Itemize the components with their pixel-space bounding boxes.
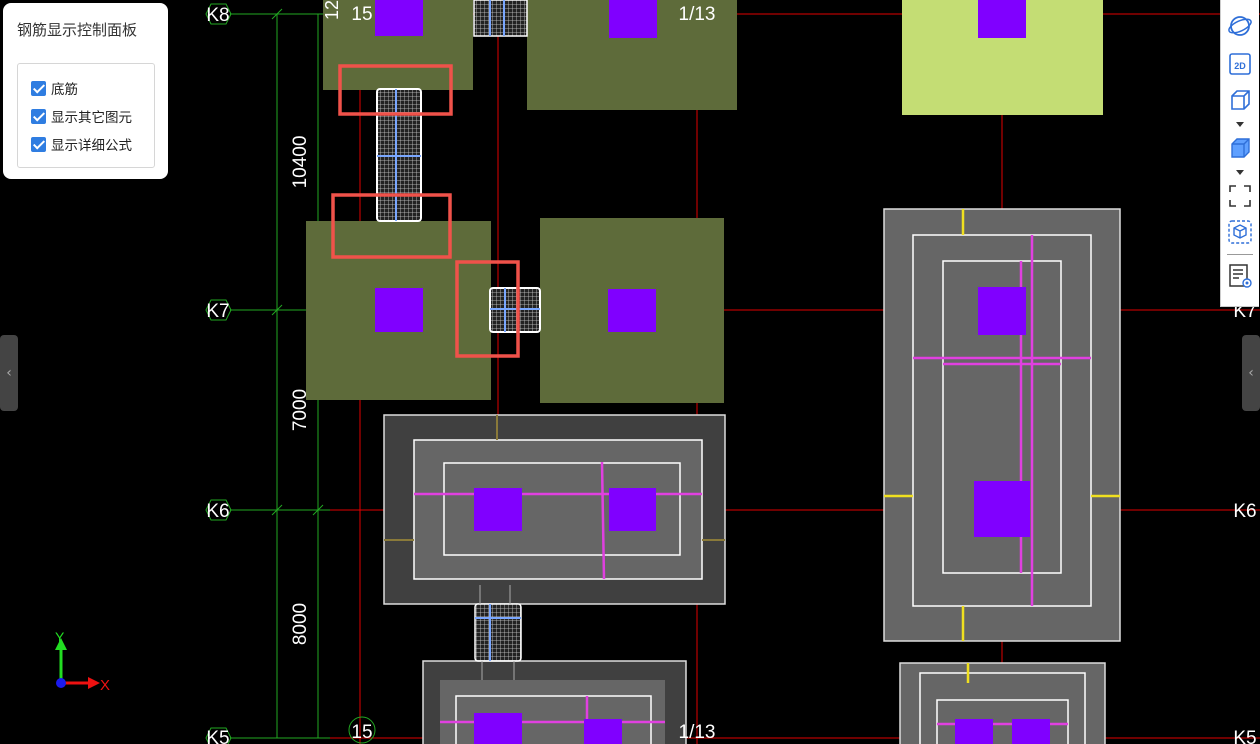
axis-bubble-k7: K7 (205, 299, 232, 322)
svg-text:K5: K5 (206, 728, 229, 744)
footing-olive-top-left[interactable] (323, 0, 473, 90)
footing-gray-bottom-center[interactable] (422, 660, 687, 744)
view-2d-button[interactable]: 2D (1226, 50, 1254, 78)
dimension-texts: 10400 7000 8000 (290, 136, 311, 646)
dimension-lines (230, 8, 330, 739)
svg-text:K8: K8 (206, 5, 229, 26)
checkbox-checked-icon[interactable] (31, 108, 46, 124)
cube-solid-icon (1231, 138, 1250, 158)
rebar-mesh-center[interactable] (489, 287, 541, 333)
col-label-bottom-15: 15 (351, 722, 372, 743)
orbit-view-button[interactable] (1226, 12, 1254, 40)
col-label-top-1-13: 1/13 (679, 4, 716, 25)
panel-options-box: 底筋 显示其它图元 显示详细公式 (17, 63, 155, 168)
dimension-10400: 10400 (290, 136, 311, 189)
x-axis-label: X (100, 677, 110, 694)
cube-outline-icon (1231, 90, 1250, 110)
footing-olive-top-mid[interactable] (527, 0, 737, 110)
checkbox-checked-icon[interactable] (31, 80, 46, 96)
view-3d-box-button[interactable] (1226, 86, 1254, 114)
footing-olive-mid-left[interactable] (306, 221, 491, 400)
chevron-left-icon: ‹ (1248, 365, 1254, 381)
svg-text:K6: K6 (206, 501, 229, 522)
report-view-button[interactable] (1226, 262, 1254, 290)
right-collapse-tab[interactable]: ‹ (1242, 335, 1260, 411)
footing-gray-right[interactable] (883, 208, 1121, 642)
panel-title: 钢筋显示控制面板 (17, 21, 138, 39)
rebar-mesh-left-vertical[interactable] (376, 88, 422, 222)
rebar-mesh-top[interactable] (473, 0, 528, 37)
axis-bubble-k5: K5 (205, 727, 232, 744)
report-icon (1229, 264, 1252, 288)
left-collapse-tab[interactable]: ‹ (0, 335, 18, 411)
highlight-boxes (331, 64, 520, 358)
footing-lime-top-right[interactable] (902, 0, 1103, 115)
view-2d-icon: 2D (1229, 53, 1251, 75)
option-show-detailed-formula[interactable]: 显示详细公式 (31, 134, 132, 154)
axis-bubble-k6: K6 (205, 499, 232, 522)
element-cube-icon (1228, 220, 1252, 244)
coord-axis-indicator: Y X (55, 629, 110, 694)
orbit-icon (1228, 16, 1252, 36)
axis-bubble-k6-right: K6 (1233, 501, 1256, 522)
fit-screen-icon (1229, 185, 1251, 207)
svg-text:2D: 2D (1234, 61, 1246, 71)
top-partial-label: 12 (322, 0, 342, 20)
option-label: 底筋 (51, 82, 78, 98)
view-3d-solid-button[interactable] (1226, 134, 1254, 162)
rebar-mesh-bottom[interactable] (474, 585, 522, 680)
option-label: 显示其它图元 (51, 110, 132, 126)
option-show-other-elements[interactable]: 显示其它图元 (31, 106, 132, 126)
rebar-display-control-panel: 钢筋显示控制面板 底筋 显示其它图元 显示详细公式 (3, 3, 168, 179)
axis-bubble-k8: K8 (205, 3, 232, 26)
element-view-button[interactable] (1226, 218, 1254, 246)
footing-gray-center[interactable] (383, 414, 726, 605)
dimension-8000: 8000 (290, 603, 311, 645)
footing-gray-bottom-right[interactable] (899, 662, 1106, 744)
dropdown-arrow-icon[interactable] (1236, 170, 1244, 175)
chevron-left-icon: ‹ (6, 365, 12, 381)
axis-bubbles: K8 K7 K6 K5 K7 K6 K5 15 1/13 15 1/13 12 (205, 0, 1257, 744)
option-bottom-rebar[interactable]: 底筋 (31, 78, 78, 98)
option-label: 显示详细公式 (51, 138, 132, 154)
fit-view-button[interactable] (1226, 182, 1254, 210)
col-label-top-15: 15 (351, 4, 372, 25)
dropdown-arrow-icon[interactable] (1236, 122, 1244, 127)
y-axis-label: Y (55, 629, 65, 645)
footing-olive-mid-right[interactable] (540, 218, 724, 403)
axis-bubble-k5-right: K5 (1233, 728, 1256, 744)
view-toolbar: 2D (1220, 0, 1259, 307)
toolbar-separator (1227, 254, 1253, 255)
checkbox-checked-icon[interactable] (31, 136, 46, 152)
svg-text:K7: K7 (206, 301, 229, 322)
dimension-7000: 7000 (290, 389, 311, 431)
col-label-bottom-1-13: 1/13 (679, 722, 716, 743)
